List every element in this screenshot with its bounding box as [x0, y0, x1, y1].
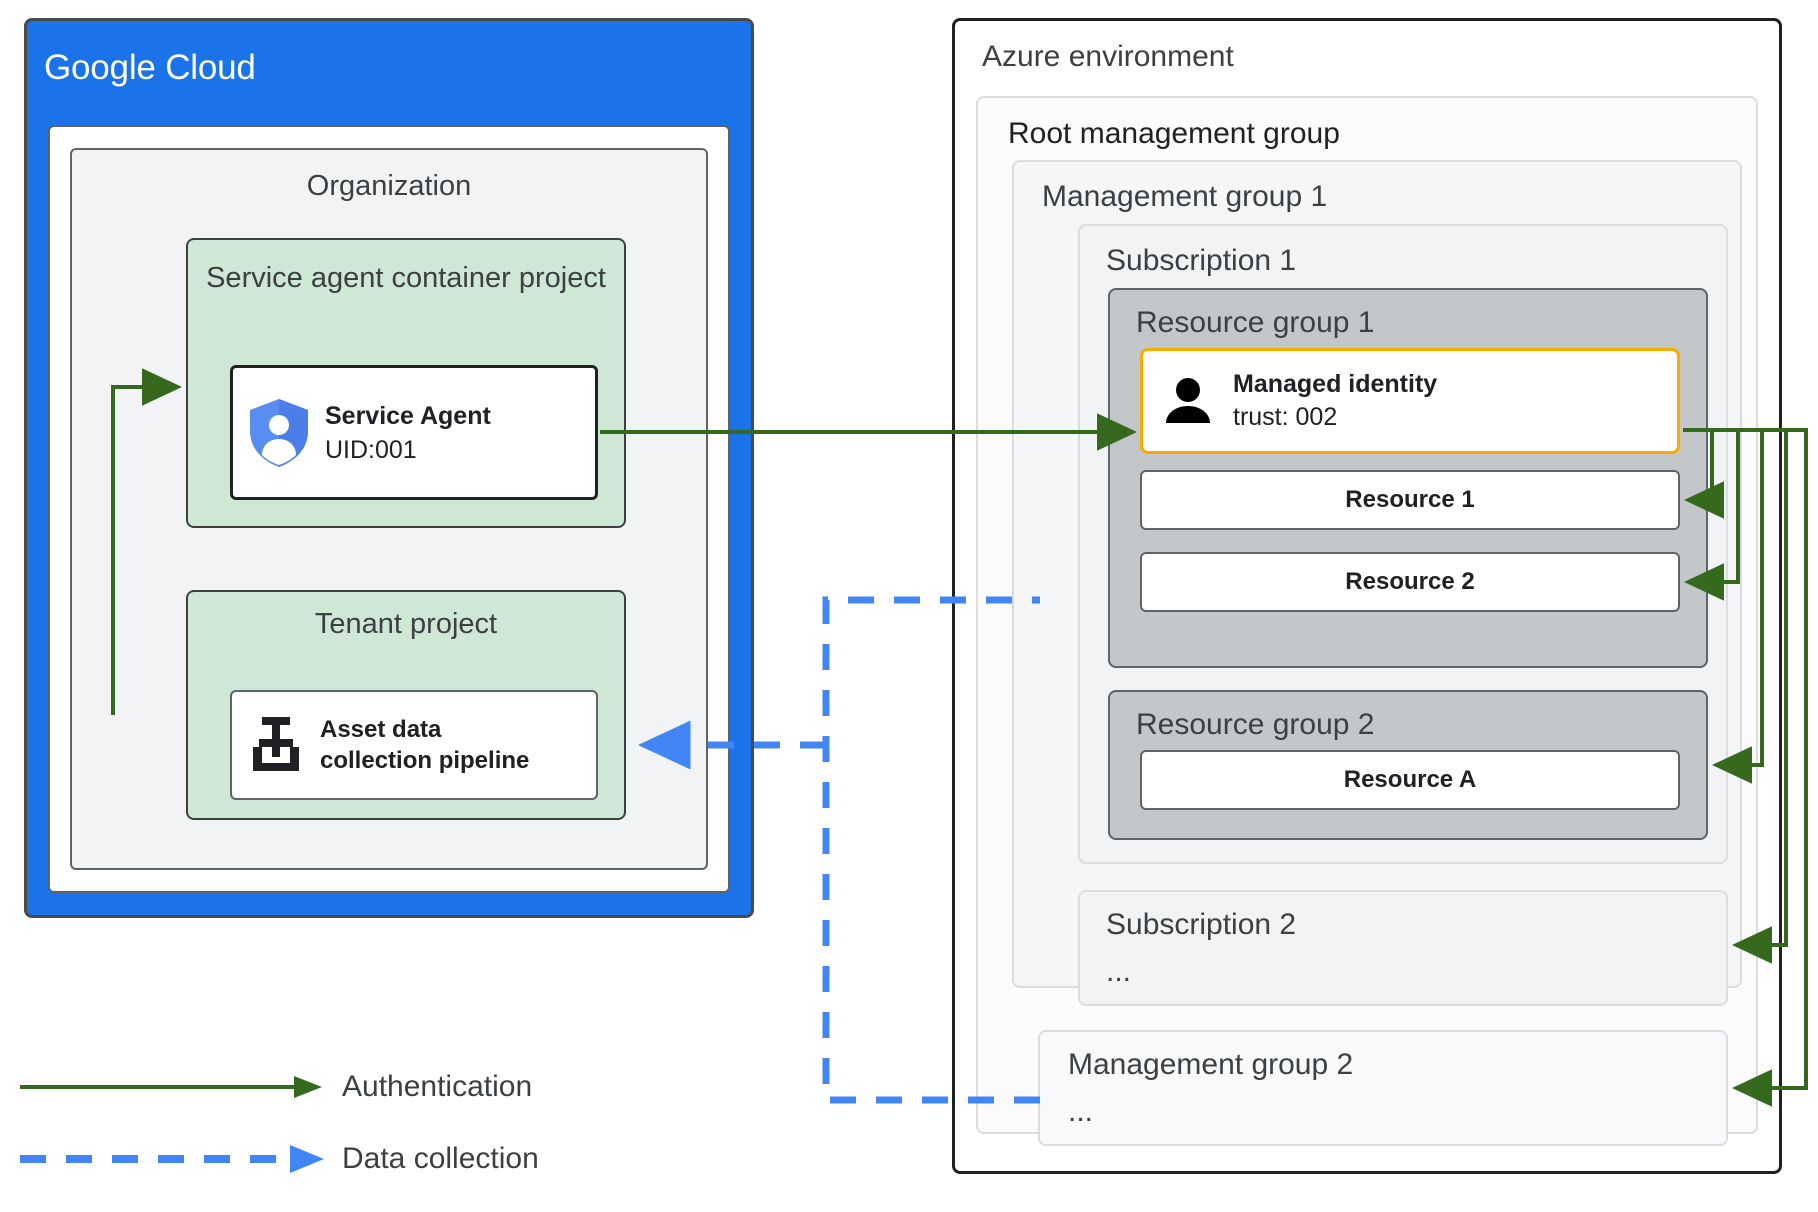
service-agent-uid: UID:001: [325, 435, 417, 464]
pipeline-valve-icon: [232, 714, 320, 776]
service-agent-card[interactable]: Service Agent UID:001: [230, 365, 598, 500]
service-agent-text-block: Service Agent UID:001: [325, 399, 595, 467]
legend: Authentication Data collection: [18, 1070, 658, 1190]
asset-data-collection-pipeline-label: Asset data collection pipeline: [320, 714, 596, 776]
resource-1-card[interactable]: Resource 1: [1140, 470, 1680, 530]
pipeline-line-1: Asset data: [320, 716, 442, 743]
root-management-group-label: Root management group: [1008, 117, 1340, 150]
resource-2-card[interactable]: Resource 2: [1140, 552, 1680, 612]
azure-environment-label: Azure environment: [982, 40, 1234, 73]
resource-group-2-label: Resource group 2: [1136, 708, 1375, 741]
tenant-project-label: Tenant project: [314, 608, 498, 640]
legend-item-authentication: Authentication: [18, 1070, 532, 1104]
legend-dashed-arrow-icon: [20, 1145, 324, 1173]
person-icon: [1143, 374, 1233, 428]
legend-item-data-collection: Data collection: [18, 1142, 539, 1176]
pipeline-line-2: collection pipeline: [320, 747, 530, 774]
management-group-2-box: [1038, 1030, 1728, 1146]
legend-label-authentication: Authentication: [342, 1070, 533, 1103]
subscription-2-box: [1078, 890, 1728, 1006]
service-agent-container-project-label: Service agent container project: [206, 262, 606, 294]
management-group-1-label: Management group 1: [1042, 180, 1328, 213]
subscription-1-label: Subscription 1: [1106, 244, 1297, 277]
managed-identity-text-block: Managed identity trust: 002: [1233, 368, 1677, 434]
legend-solid-arrow-icon: [20, 1076, 322, 1098]
management-group-2-ellipsis: ...: [1068, 1095, 1094, 1128]
asset-data-collection-pipeline-card[interactable]: Asset data collection pipeline: [230, 690, 598, 800]
management-group-2-label: Management group 2: [1068, 1048, 1354, 1081]
legend-label-data-collection: Data collection: [342, 1142, 539, 1175]
shield-person-icon: [233, 397, 325, 469]
organization-label: Organization: [306, 170, 472, 202]
managed-identity-card[interactable]: Managed identity trust: 002: [1140, 348, 1680, 454]
logo-cloud-text: Cloud: [155, 48, 256, 87]
resource-a-card[interactable]: Resource A: [1140, 750, 1680, 810]
resource-group-1-label: Resource group 1: [1136, 306, 1375, 339]
managed-identity-name: Managed identity: [1233, 370, 1438, 398]
logo-google-text: Google: [44, 48, 156, 87]
service-agent-name: Service Agent: [325, 401, 491, 430]
subscription-2-ellipsis: ...: [1106, 955, 1132, 988]
google-cloud-logo: Google Cloud: [44, 48, 344, 98]
managed-identity-trust: trust: 002: [1233, 403, 1338, 431]
subscription-2-label: Subscription 2: [1106, 908, 1297, 941]
